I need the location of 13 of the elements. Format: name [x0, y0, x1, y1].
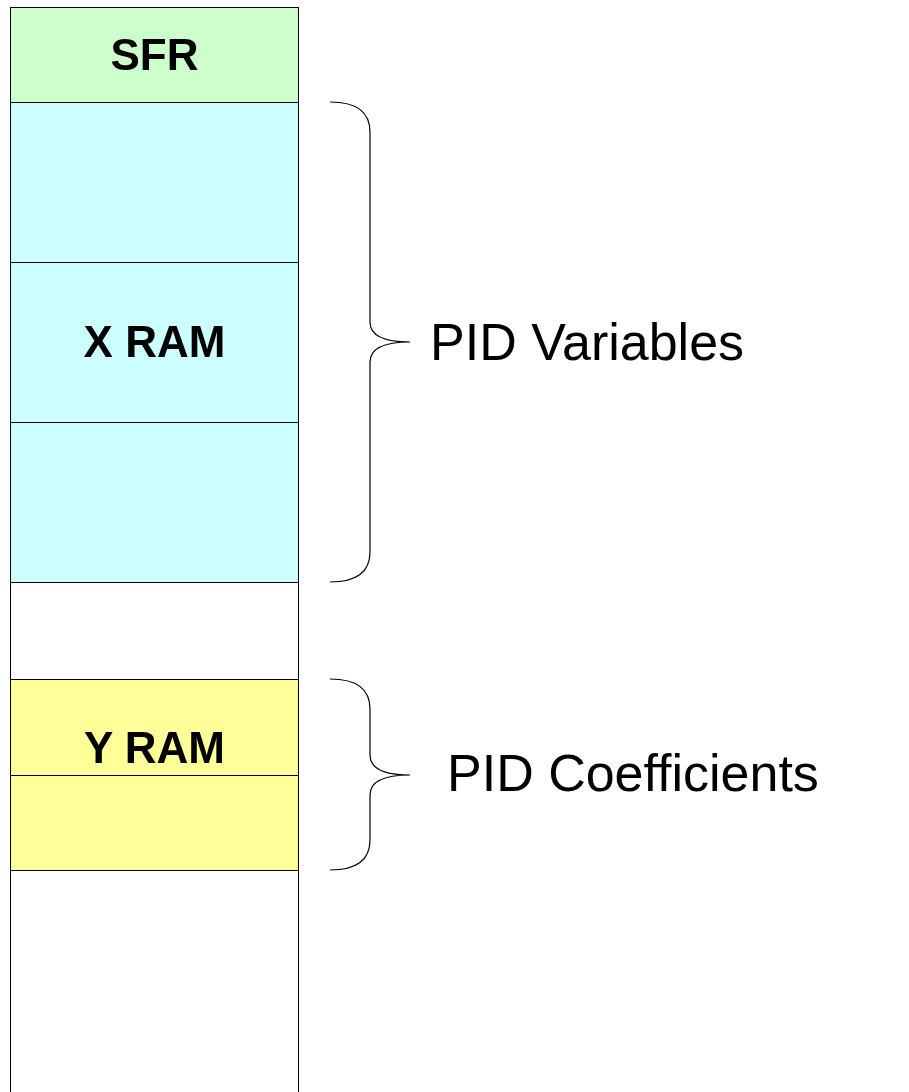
- memory-block: [10, 870, 299, 1092]
- block-label: X RAM: [83, 318, 226, 367]
- block-label: Y RAM: [84, 723, 225, 772]
- memory-block: [10, 102, 299, 263]
- memory-block: [10, 775, 299, 871]
- memory-block: [10, 679, 299, 776]
- block-label: SFR: [110, 30, 199, 80]
- region-label: PID Coefficients: [447, 745, 819, 803]
- memory-block: [10, 582, 299, 680]
- memory-block: [10, 7, 299, 103]
- memory-block: [10, 262, 299, 423]
- memory-block: [10, 422, 299, 583]
- region-label: PID Variables: [430, 314, 745, 372]
